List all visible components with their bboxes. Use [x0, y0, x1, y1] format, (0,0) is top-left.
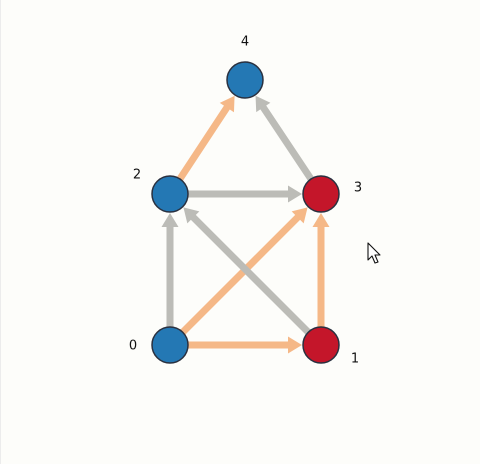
- edge-arrowhead: [291, 207, 308, 224]
- nodes-layer: [151, 61, 340, 364]
- node-1[interactable]: [302, 326, 340, 364]
- edge-1-3: [312, 213, 330, 327]
- edge-line: [189, 213, 311, 335]
- edge-arrowhead: [219, 95, 235, 113]
- node-label-3: 3: [354, 181, 362, 196]
- node-label-2: 2: [133, 168, 141, 183]
- edge-arrowhead: [288, 185, 302, 203]
- node-0[interactable]: [151, 326, 189, 364]
- arrow-cursor-icon: [367, 242, 381, 264]
- edge-arrowhead: [312, 213, 330, 227]
- edge-arrowhead: [161, 213, 179, 227]
- edge-3-4: [255, 95, 314, 181]
- edge-2-4: [176, 95, 235, 181]
- edges-layer: [161, 95, 330, 354]
- edge-2-3: [188, 185, 302, 203]
- edge-line: [259, 103, 314, 181]
- edge-line: [180, 213, 302, 335]
- edge-arrowhead: [183, 207, 200, 224]
- edge-arrowhead: [288, 336, 302, 354]
- edge-1-2: [183, 207, 311, 335]
- node-label-1: 1: [351, 352, 359, 367]
- edge-0-3: [180, 207, 308, 335]
- node-2[interactable]: [151, 175, 189, 213]
- node-3[interactable]: [302, 175, 340, 213]
- edge-arrowhead: [255, 95, 271, 113]
- edge-0-1: [188, 336, 302, 354]
- node-label-4: 4: [241, 35, 249, 50]
- edge-0-2: [161, 213, 179, 327]
- node-label-0: 0: [129, 339, 137, 354]
- edge-line: [176, 103, 231, 181]
- node-4[interactable]: [226, 61, 264, 99]
- labels-layer: 0 1 2 3 4: [129, 35, 362, 367]
